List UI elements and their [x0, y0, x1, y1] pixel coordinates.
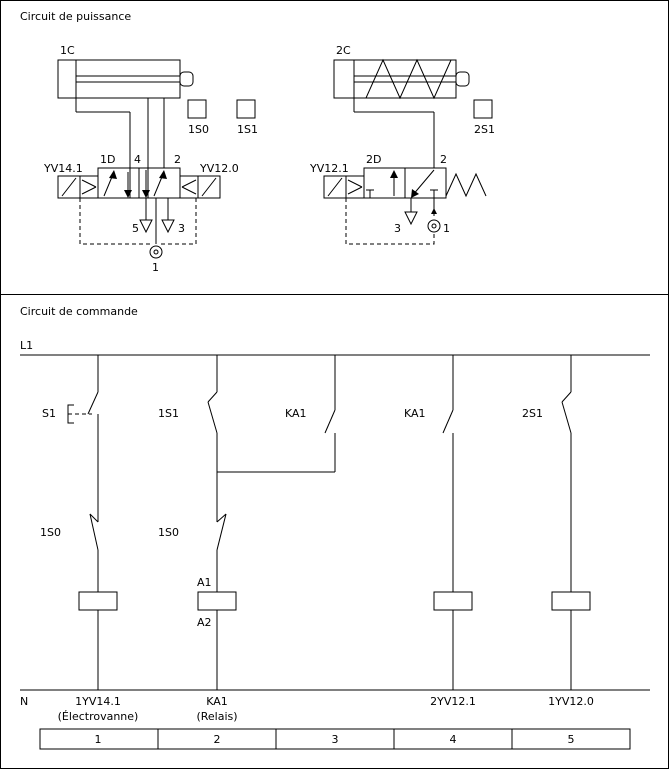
control-circuit-title: Circuit de commande [20, 305, 138, 318]
port-1b-label: 1 [443, 222, 450, 235]
port-4-label: 4 [134, 153, 141, 166]
port-5-label: 5 [132, 222, 139, 235]
valve-2d-label: 2D [366, 153, 381, 166]
port-2b-label: 2 [440, 153, 447, 166]
cylinder-1c-label: 1C [60, 44, 75, 57]
contact-1s0-a-label: 1S0 [40, 526, 61, 539]
column-number: 1 [95, 733, 102, 746]
port-2a-label: 2 [174, 153, 181, 166]
load-2-label: KA1 [206, 695, 228, 708]
contact-1s0-b-label: 1S0 [158, 526, 179, 539]
branch-5 [551, 355, 591, 690]
port-3a-label: 3 [178, 222, 185, 235]
load-4-label: 2YV12.1 [430, 695, 476, 708]
cylinder-2c [333, 58, 470, 168]
column-number: 4 [450, 733, 457, 746]
switch-s1-label: S1 [42, 407, 56, 420]
branch-3 [324, 355, 336, 472]
coil-yv14-1-label: YV14.1 [43, 162, 83, 175]
sensor-2s1-label: 2S1 [474, 123, 495, 136]
valve-2d [323, 167, 487, 245]
load-2-desc: (Relais) [196, 710, 237, 723]
valve-1d-label: 1D [100, 153, 115, 166]
cylinder-2c-label: 2C [336, 44, 351, 57]
branch-1 [67, 355, 118, 690]
sensor-1s1-label: 1S1 [237, 123, 258, 136]
port-3b-label: 3 [394, 222, 401, 235]
valve-1d [57, 167, 221, 259]
contact-ka1-b-label: KA1 [404, 407, 426, 420]
relay-a2-label: A2 [197, 616, 212, 629]
contact-ka1-a-label: KA1 [285, 407, 307, 420]
column-index-table [39, 728, 631, 750]
rail-l1-label: L1 [20, 339, 33, 352]
sensor-1s1-symbol [236, 99, 256, 119]
column-number: 3 [332, 733, 339, 746]
load-1-label: 1YV14.1 [75, 695, 121, 708]
sensor-2s1-symbol [473, 99, 493, 119]
branch-4 [433, 355, 473, 690]
coil-yv12-1-label: YV12.1 [309, 162, 349, 175]
power-circuit-title: Circuit de puissance [20, 10, 131, 23]
sensor-1s0-symbol [187, 99, 207, 119]
load-1-desc: (Électrovanne) [58, 710, 139, 723]
branch-2 [197, 355, 335, 690]
relay-a1-label: A1 [197, 576, 212, 589]
column-number: 5 [568, 733, 575, 746]
power-circuit-frame [0, 0, 669, 295]
coil-yv12-0-label: YV12.0 [199, 162, 239, 175]
rail-n-label: N [20, 695, 28, 708]
sensor-1s0-label: 1S0 [188, 123, 209, 136]
contact-2s1-label: 2S1 [522, 407, 543, 420]
contact-1s1-label: 1S1 [158, 407, 179, 420]
column-number: 2 [214, 733, 221, 746]
cylinder-1c [57, 59, 194, 198]
port-1a-label: 1 [152, 261, 159, 274]
load-5-label: 1YV12.0 [548, 695, 594, 708]
